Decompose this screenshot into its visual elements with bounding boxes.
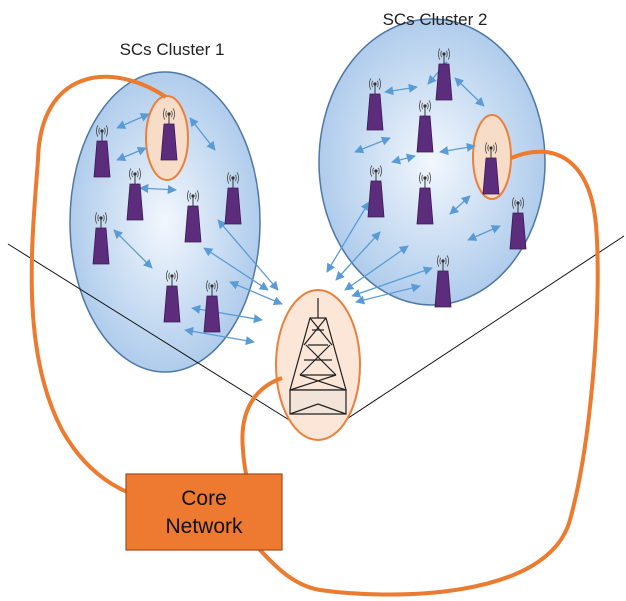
small-cell-antenna-icon bbox=[184, 190, 202, 243]
small-cell-antenna-icon bbox=[366, 78, 384, 131]
coverage-line-left bbox=[7, 243, 319, 439]
small-cell-antenna-icon bbox=[203, 280, 221, 333]
core-network-label-line1: Core bbox=[181, 487, 227, 510]
small-cell-antenna-icon bbox=[126, 168, 144, 221]
small-cells-layer bbox=[92, 48, 527, 333]
small-cell-antenna-icon bbox=[367, 165, 385, 218]
core-network-label-line2: Network bbox=[165, 515, 243, 538]
cluster-1-label: SCs Cluster 1 bbox=[120, 40, 225, 59]
small-cell-antenna-icon bbox=[160, 108, 178, 161]
small-cell-antenna-icon bbox=[509, 197, 527, 250]
coverage-line-right bbox=[317, 235, 625, 439]
small-cell-antenna-icon bbox=[224, 172, 242, 225]
backhaul-cable-cluster1 bbox=[29, 74, 179, 507]
core-network-box bbox=[125, 473, 283, 551]
cluster-1-links bbox=[113, 113, 283, 346]
small-cell-antenna-icon bbox=[435, 48, 453, 101]
small-cell-antenna-icon bbox=[416, 172, 434, 225]
small-cell-antenna-icon bbox=[163, 270, 181, 323]
backhaul-cable-cluster2 bbox=[256, 149, 600, 597]
small-cell-antenna-icon bbox=[92, 212, 110, 265]
small-cell-antenna-icon bbox=[93, 125, 111, 178]
cluster-2-links bbox=[326, 61, 501, 305]
small-cell-antenna-icon bbox=[434, 255, 452, 308]
small-cell-antenna-icon bbox=[482, 142, 500, 195]
cluster-2-label: SCs Cluster 2 bbox=[383, 10, 488, 29]
macro-tower-icon bbox=[289, 298, 347, 415]
small-cell-antenna-icon bbox=[416, 100, 434, 153]
